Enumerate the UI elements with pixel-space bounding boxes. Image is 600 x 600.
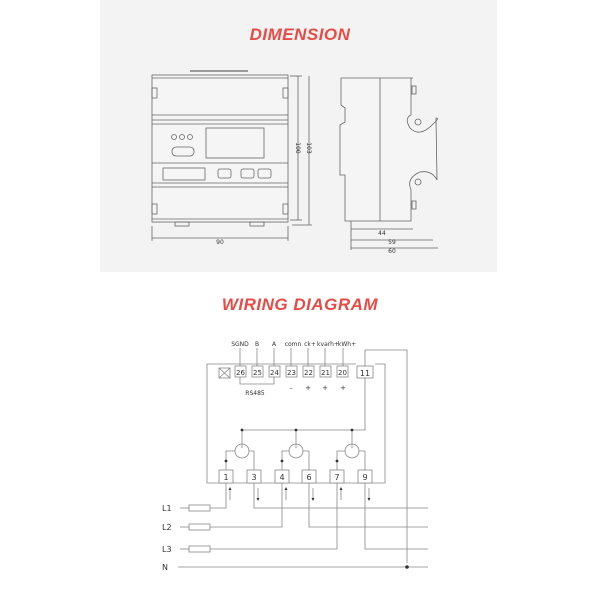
terminal-23: 23 (287, 369, 296, 377)
bottom-terminal-boxes (218, 469, 373, 484)
front-height-inner-label: 100 (294, 142, 301, 154)
terminal-25: 25 (253, 369, 262, 377)
side-view-drawing (339, 77, 438, 250)
front-width-label: 90 (216, 239, 224, 246)
dimension-title: DIMENSION (249, 25, 351, 44)
pulse-sign-kwh: + (340, 384, 346, 392)
signal-label-kvarh: kvarh+ (317, 341, 339, 348)
signal-label-kwh: kWh+ (338, 341, 356, 348)
signal-label-ck: ck+ (304, 341, 316, 348)
line-label-n: N (162, 563, 168, 572)
signal-label-a: A (272, 341, 277, 348)
terminal-11: 11 (360, 369, 370, 378)
rs485-label: RS485 (245, 390, 265, 397)
terminal-22: 22 (304, 369, 313, 377)
terminal-6: 6 (306, 473, 311, 482)
side-depth-label-59: 59 (388, 239, 396, 246)
terminal-20: 20 (338, 369, 347, 377)
pulse-sign-comn: – (290, 385, 293, 392)
line-label-l3: L3 (162, 545, 172, 554)
pulse-sign-kvarh: + (322, 384, 328, 392)
line-label-l2: L2 (162, 523, 172, 532)
wiring-lines (178, 348, 428, 568)
signal-label-sgnd: SGND (231, 341, 249, 348)
terminal-9: 9 (362, 473, 367, 482)
terminal-24: 24 (270, 369, 279, 377)
terminal-1: 1 (223, 473, 228, 482)
wiring-diagram-title: WIRING DIAGRAM (221, 295, 379, 314)
side-depth-label-44: 44 (378, 230, 386, 237)
terminal-3: 3 (251, 473, 256, 482)
terminal-4: 4 (279, 473, 284, 482)
terminal-21: 21 (321, 369, 330, 377)
side-depth-label-60: 60 (388, 248, 396, 255)
pulse-sign-ck: + (305, 384, 311, 392)
front-view-drawing (151, 70, 312, 241)
top-terminal-boxes (234, 365, 374, 379)
terminal-7: 7 (334, 473, 339, 482)
signal-label-comn: comn (285, 341, 302, 348)
front-height-outer-label: 103 (305, 142, 312, 154)
wiring-dots (224, 428, 409, 569)
line-label-l1: L1 (162, 504, 172, 513)
terminal-26: 26 (236, 369, 245, 377)
signal-label-b: B (255, 341, 259, 348)
